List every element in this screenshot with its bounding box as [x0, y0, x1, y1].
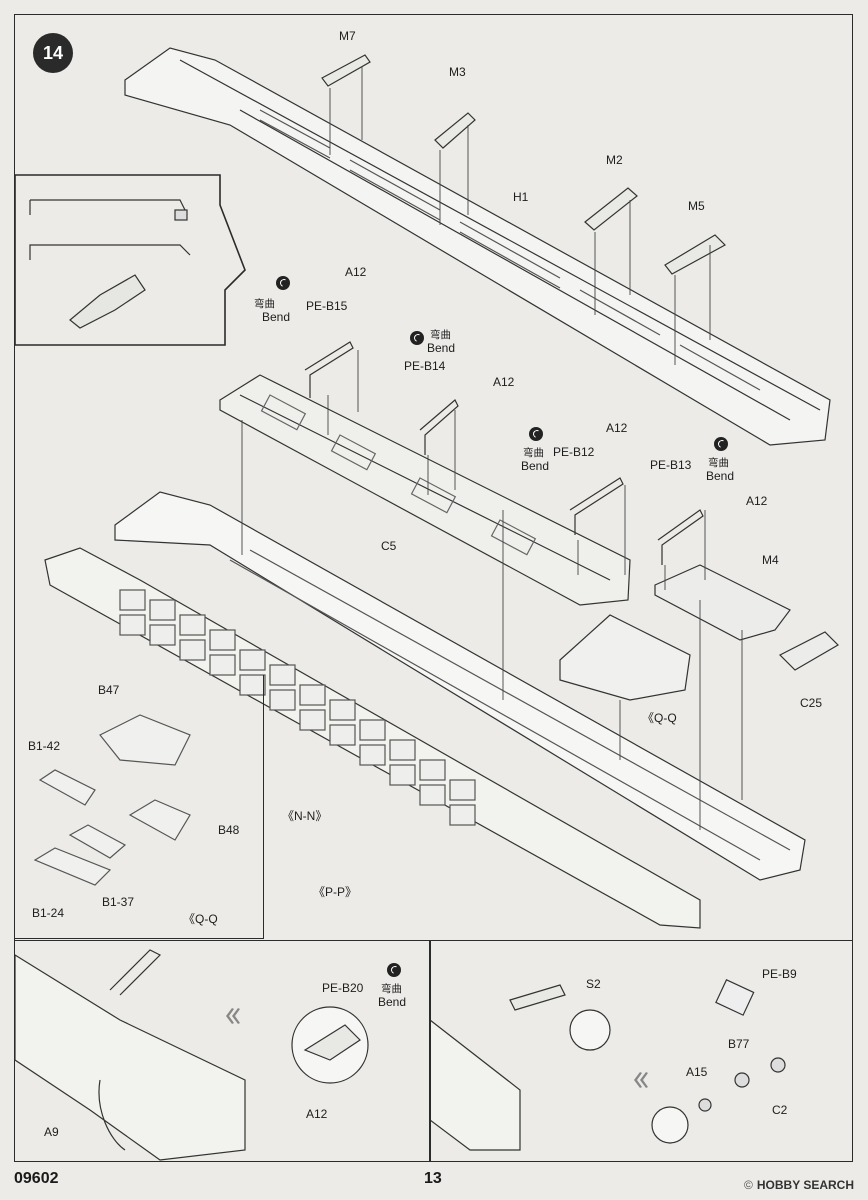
- label-a12-5: A12: [306, 1107, 328, 1121]
- label-pe-b13: PE-B13: [650, 458, 692, 472]
- part-m4: [654, 564, 791, 641]
- label-b48: B48: [218, 823, 240, 837]
- label-b77: B77: [728, 1037, 750, 1051]
- bend-icon: [387, 963, 401, 977]
- bend-label-en: Bend: [427, 341, 456, 355]
- part-pe-b12: [569, 477, 624, 535]
- bend-icon: [410, 331, 424, 345]
- label-pe-b9: PE-B9: [762, 967, 797, 981]
- label-m4: M4: [762, 553, 779, 567]
- bend-label-en: Bend: [706, 469, 735, 483]
- bend-label-en: Bend: [262, 310, 291, 324]
- inset-q-q-frame: [14, 675, 264, 939]
- part-c25: [778, 631, 839, 671]
- bend-label-en: Bend: [521, 459, 550, 473]
- label-p-p: 《P-P》: [313, 885, 358, 899]
- bend-icon: [276, 276, 290, 290]
- label-h1: H1: [513, 190, 529, 204]
- rail-h1: [124, 47, 831, 446]
- kit-number: 09602: [14, 1170, 59, 1187]
- bend-label-cn: 弯曲: [708, 457, 729, 469]
- part-q-q-box: [559, 614, 691, 701]
- label-m7: M7: [339, 29, 356, 43]
- label-pe-b12: PE-B12: [553, 445, 595, 459]
- page-number: 13: [424, 1170, 442, 1187]
- bend-label-cn: 弯曲: [254, 298, 275, 310]
- label-pe-b14: PE-B14: [404, 359, 446, 373]
- bend-label-cn: 弯曲: [523, 447, 544, 459]
- label-n-n: 《N-N》: [282, 809, 328, 823]
- label-a12-2: A12: [493, 375, 515, 389]
- label-q-q-main: 《Q-Q: [642, 711, 677, 725]
- label-a12-3: A12: [606, 421, 628, 435]
- part-pe-b13: [657, 509, 704, 565]
- label-a12-4: A12: [746, 494, 768, 508]
- label-s2: S2: [586, 977, 601, 991]
- label-c25: C25: [800, 696, 823, 710]
- bend-label-cn: 弯曲: [381, 983, 402, 995]
- part-m7: [321, 54, 371, 87]
- label-c2: C2: [772, 1103, 788, 1117]
- bend-icon: [714, 437, 728, 451]
- label-m2: M2: [606, 153, 623, 167]
- bottom-left-panel: [14, 940, 430, 1162]
- label-m5: M5: [688, 199, 705, 213]
- part-m3: [434, 112, 476, 149]
- label-c5: C5: [381, 539, 397, 553]
- label-a9: A9: [44, 1125, 59, 1139]
- label-a12-1: A12: [345, 265, 367, 279]
- label-a15: A15: [686, 1065, 708, 1079]
- part-m5: [664, 234, 726, 275]
- bend-label-cn: 弯曲: [430, 329, 451, 341]
- step-number-badge: 14: [33, 33, 73, 73]
- detail-inset-frame: [14, 174, 246, 346]
- label-pe-b15: PE-B15: [306, 299, 348, 313]
- label-b1-37: B1-37: [102, 895, 135, 909]
- part-m2: [584, 187, 638, 231]
- part-pe-b14: [419, 399, 459, 455]
- watermark-brand: HOBBY SEARCH: [756, 1178, 854, 1192]
- label-q-q-inset: 《Q-Q: [183, 912, 218, 926]
- label-b1-42: B1-42: [28, 739, 61, 753]
- label-m3: M3: [449, 65, 466, 79]
- watermark: © HOBBY SEARCH: [744, 1178, 854, 1192]
- bend-label-en: Bend: [378, 995, 407, 1009]
- lower-rail: [114, 491, 806, 881]
- label-b47: B47: [98, 683, 120, 697]
- label-b1-24: B1-24: [32, 906, 65, 920]
- bottom-right-panel: [430, 940, 853, 1162]
- label-pe-b20: PE-B20: [322, 981, 364, 995]
- part-pe-b15: [304, 341, 354, 398]
- watermark-prefix: ©: [744, 1178, 753, 1192]
- bend-icon: [529, 427, 543, 441]
- part-c5: [219, 374, 631, 606]
